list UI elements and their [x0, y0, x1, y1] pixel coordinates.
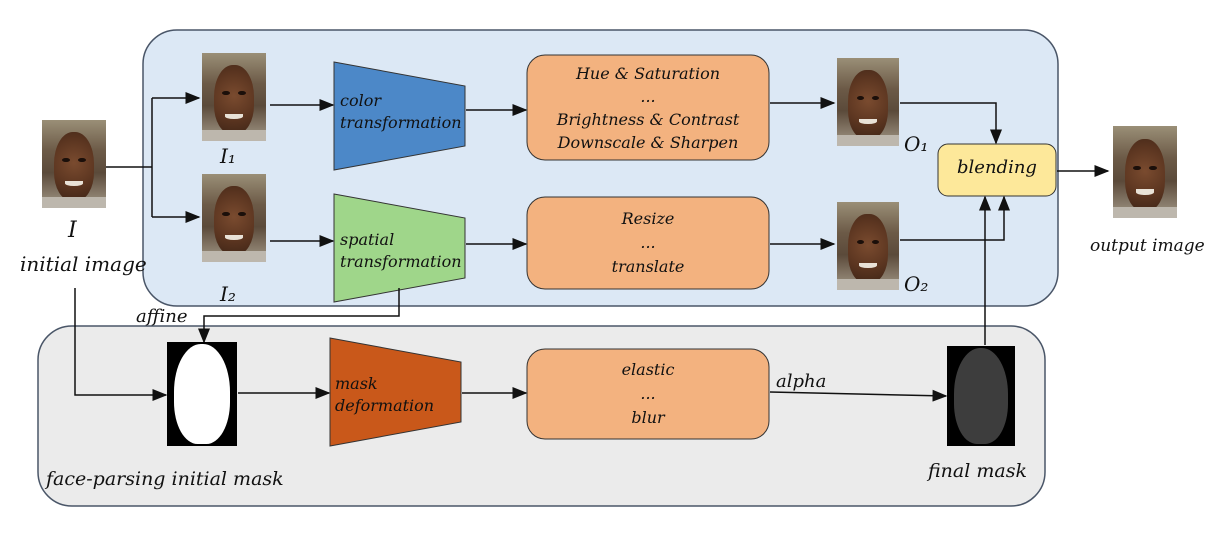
mask-deformation-label: mask deformation: [335, 374, 435, 415]
output-caption: output image: [1090, 236, 1205, 256]
connectors: [74, 92, 1110, 402]
alpha-label: alpha: [776, 371, 827, 392]
i2-label: I₂: [220, 282, 236, 306]
initial-mask-caption: face-parsing initial mask: [46, 468, 284, 490]
blending-label: blending: [957, 157, 1037, 178]
o1-label: O₁: [904, 132, 929, 156]
o1-image: [837, 58, 899, 146]
spatial-transformation-block: [333, 193, 466, 303]
output-image: [1113, 126, 1177, 218]
final-mask-image: [947, 346, 1015, 446]
mask-deformation-block: [329, 337, 462, 447]
affine-label: affine: [136, 306, 188, 327]
i2-image: [202, 174, 266, 262]
initial-mask-image: [167, 342, 237, 446]
color-ops-text: Hue & Saturation ... Brightness & Contra…: [556, 64, 740, 152]
input-symbol: I: [68, 218, 77, 243]
spatial-transformation-label: spatial transformation: [340, 230, 462, 271]
o2-label: O₂: [904, 272, 929, 296]
input-caption: initial image: [20, 252, 147, 276]
color-transformation-block: [333, 61, 466, 171]
mask-ops-text: elastic ... blur: [621, 360, 675, 427]
o2-image: [837, 202, 899, 290]
i1-label: I₁: [220, 144, 236, 168]
final-mask-caption: final mask: [928, 460, 1027, 482]
i1-image: [202, 53, 266, 141]
color-transformation-label: color transformation: [340, 91, 462, 132]
initial-image: [42, 120, 106, 208]
spatial-ops-text: Resize ... translate: [611, 209, 685, 276]
